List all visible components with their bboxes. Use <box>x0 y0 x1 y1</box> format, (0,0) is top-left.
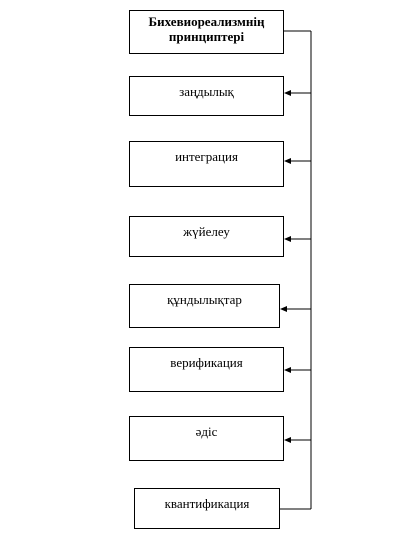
item-label: заңдылық <box>179 84 234 99</box>
item-label: жүйелеу <box>183 224 230 239</box>
item-box-zandylyq: заңдылық <box>129 76 284 116</box>
arrow-qundylyqtar <box>280 306 311 312</box>
item-box-zhuyeleu: жүйелеу <box>129 216 284 257</box>
item-box-integratsiya: интеграция <box>129 141 284 187</box>
item-label: әдіс <box>195 424 218 439</box>
arrow-integratsiya <box>284 158 311 164</box>
item-label: құндылықтар <box>167 292 242 307</box>
item-box-adis: әдіс <box>129 416 284 461</box>
arrow-verifikatsiya <box>284 367 311 373</box>
item-label: верификация <box>170 355 243 370</box>
item-box-verifikatsiya: верификация <box>129 347 284 392</box>
arrow-zhuyeleu <box>284 236 311 242</box>
item-label: интеграция <box>175 149 238 164</box>
arrow-adis <box>284 437 311 443</box>
root-title-line2: принциптері <box>168 29 245 44</box>
item-box-qundylyqtar: құндылықтар <box>129 284 280 328</box>
item-label: квантификация <box>164 496 250 511</box>
item-box-kvantifikatsiya: квантификация <box>134 488 280 529</box>
arrow-zandylyq <box>284 90 311 96</box>
root-title-line1: Бихевиореализмнің <box>148 14 265 29</box>
root-box: Бихевиореализмнің принциптері <box>129 10 284 54</box>
